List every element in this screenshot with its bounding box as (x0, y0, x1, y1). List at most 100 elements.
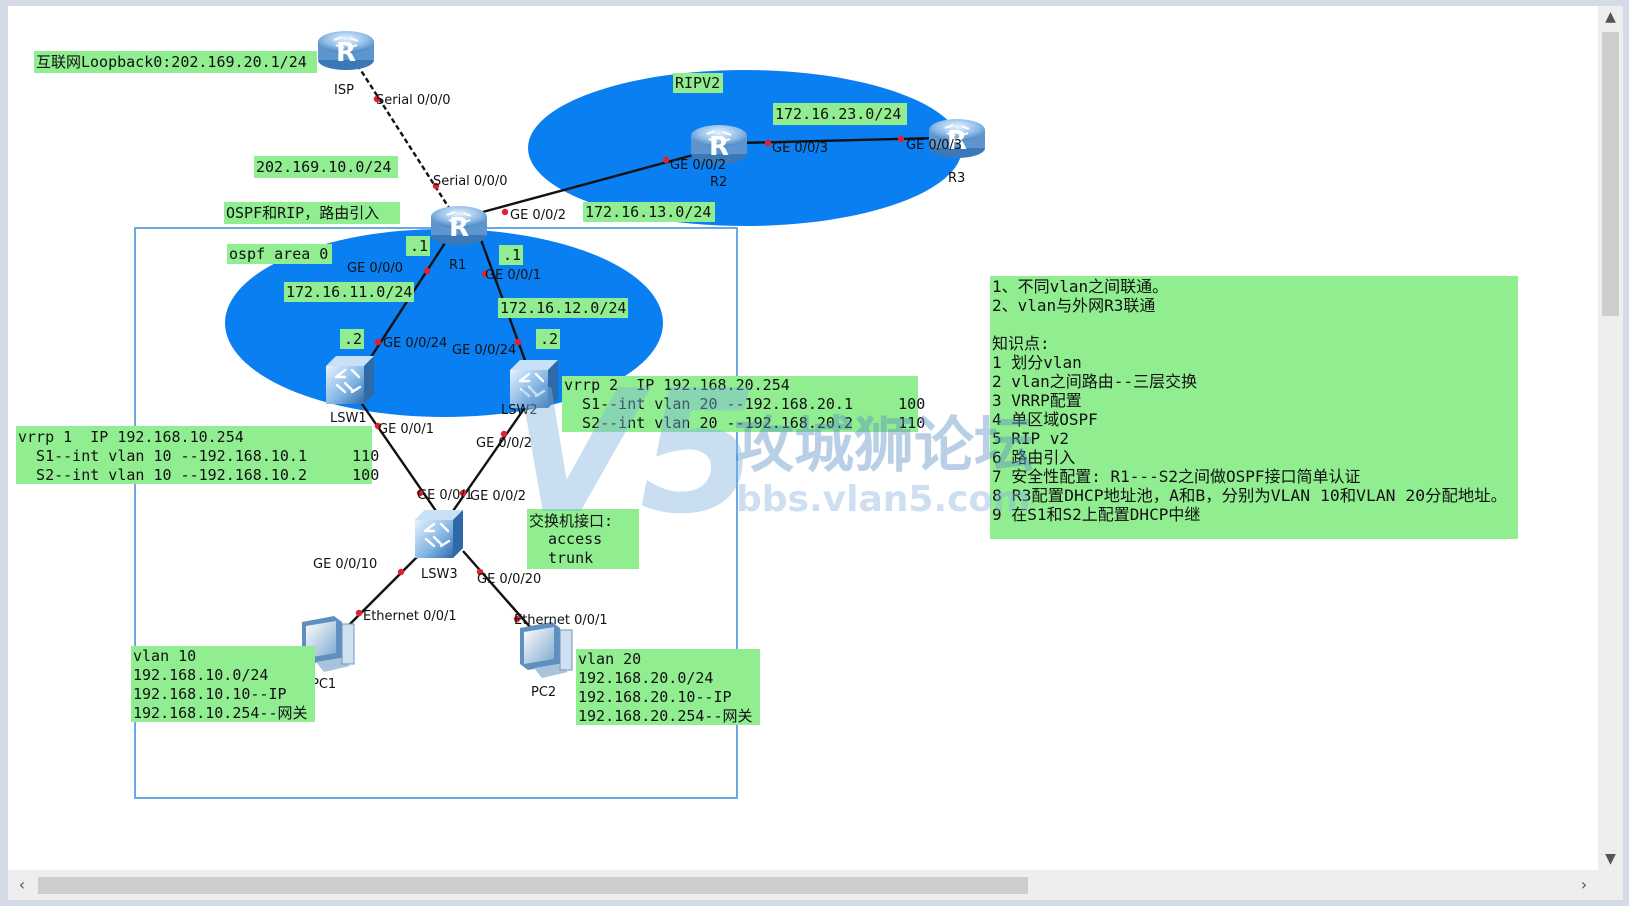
port-label: Ethernet 0/0/1 (363, 609, 457, 624)
device-label-r2: R2 (710, 175, 727, 190)
watermark-site-name: 攻城狮论坛 (734, 411, 1034, 481)
network-11-label: 172.16.11.0/24 (286, 283, 412, 301)
port-label: GE 0/0/10 (313, 557, 377, 572)
device-label-r1: R1 (449, 258, 466, 273)
port-label: Serial 0/0/0 (433, 174, 508, 189)
pc2-info-line: 192.168.20.254--网关 (578, 707, 753, 725)
link-r2-r3 (737, 136, 939, 145)
scrollbar-corner (1598, 870, 1623, 900)
vrrp1-block: vrrp 1 IP 192.168.10.254 S1--int vlan 10… (18, 428, 379, 484)
scroll-left-icon[interactable]: ‹ (18, 875, 26, 894)
r1-address-label: .1 (410, 237, 428, 255)
diagram-canvas[interactable]: R R R R ISP R1 R2 R3 LSW1 LSW2 LSW3 PC1 … (8, 6, 1598, 870)
notes-line: 6 路由引入 (992, 448, 1075, 467)
notes-line: 7 安全性配置: R1---S2之间做OSPF接口简单认证 (992, 467, 1361, 486)
notes-line: 3 VRRP配置 (992, 391, 1082, 410)
port-label: GE 0/0/2 (476, 436, 532, 451)
port-label: GE 0/0/3 (906, 138, 962, 153)
network-23-label: 172.16.23.0/24 (775, 105, 901, 123)
vertical-scroll-thumb[interactable] (1602, 32, 1619, 316)
lsw1-address-label: .2 (344, 330, 362, 348)
notes-line: 知识点: (992, 334, 1050, 353)
port-label: Serial 0/0/0 (376, 93, 451, 108)
scroll-up-icon[interactable]: ▲ (1605, 9, 1616, 25)
router-r1[interactable]: R (430, 205, 488, 246)
isp-loopback-label: 互联网Loopback0:202.169.20.1/24 (36, 53, 307, 71)
switch-ports-title: 交换机接口: (529, 512, 613, 530)
device-label-r3: R3 (948, 171, 965, 186)
switch-ports-access: access (548, 530, 602, 548)
notes-line: 2 vlan之间路由--三层交换 (992, 372, 1197, 391)
pc2-info-block: vlan 20 192.168.20.0/24 192.168.20.10--I… (578, 650, 753, 725)
notes-block: 1、不同vlan之间联通。 2、vlan与外网R3联通 知识点: 1 划分vla… (992, 277, 1507, 524)
network-13-label: 172.16.13.0/24 (585, 203, 711, 221)
port-label: GE 0/0/1 (417, 488, 473, 503)
port-label: GE 0/0/24 (452, 343, 516, 358)
device-label-lsw3: LSW3 (421, 567, 458, 582)
router-glyph: R (947, 126, 967, 156)
isp-network-label: 202.169.10.0/24 (256, 158, 391, 176)
port-label: Ethernet 0/0/1 (514, 613, 608, 628)
port-label: GE 0/0/3 (772, 141, 828, 156)
network-topology-diagram: R R R R ISP R1 R2 R3 LSW1 LSW2 LSW3 PC1 … (16, 30, 1518, 799)
vrrp1-line: vrrp 1 IP 192.168.10.254 (18, 428, 244, 446)
link-isp-r1 (351, 57, 453, 212)
switch-ports-trunk: trunk (548, 549, 593, 567)
lsw2-address-label: .2 (540, 330, 558, 348)
port-label: GE 0/0/1 (485, 268, 541, 283)
port-label: GE 0/0/2 (470, 489, 526, 504)
port-label: GE 0/0/0 (347, 261, 403, 276)
ospf-rip-label: OSPF和RIP，路由引入 (226, 204, 379, 222)
horizontal-scrollbar[interactable]: ‹ › (8, 870, 1598, 900)
switch-ports-block: 交换机接口: access trunk (529, 512, 613, 567)
port-dots (355, 95, 905, 623)
scroll-right-icon[interactable]: › (1580, 875, 1588, 894)
switch-lsw3[interactable] (413, 508, 465, 560)
switch-lsw1[interactable] (324, 354, 376, 406)
vrrp2-block: vrrp 2 IP 192.168.20.254 S1--int vlan 20… (564, 376, 925, 432)
notes-line: 8 R3配置DHCP地址池，A和B，分别为VLAN 10和VLAN 20分配地址… (992, 486, 1507, 505)
device-label-lsw2: LSW2 (501, 403, 538, 418)
green-label-boxes (16, 51, 1518, 725)
scroll-down-icon[interactable]: ▼ (1605, 851, 1616, 867)
vertical-scrollbar[interactable]: ▲ ▼ (1598, 6, 1623, 870)
vrrp1-line: S1--int vlan 10 --192.168.10.1 110 (18, 447, 379, 465)
device-label-pc1: PC1 (311, 677, 336, 692)
router-r2[interactable]: R (690, 124, 748, 165)
port-label: GE 0/0/20 (477, 572, 541, 587)
watermark: V5 攻城狮论坛 bbs.vlan5.com (508, 354, 1034, 552)
r1-address-label: .1 (503, 246, 521, 264)
device-label-lsw1: LSW1 (330, 411, 367, 426)
vrrp2-line: vrrp 2 IP 192.168.20.254 (564, 376, 790, 394)
ripv2-label: RIPV2 (675, 74, 720, 92)
notes-line: 5 RIP v2 (992, 429, 1069, 448)
router-glyph: R (709, 132, 729, 162)
link-lsw3-pc1 (342, 550, 424, 632)
horizontal-scroll-thumb[interactable] (38, 877, 1028, 894)
pc1-info-block: vlan 10 192.168.10.0/24 192.168.10.10--I… (133, 647, 308, 722)
watermark-logo: V5 (508, 354, 758, 552)
ospf-area-label: ospf area 0 (229, 245, 328, 263)
link-lsw1-lsw3 (359, 400, 437, 512)
pc1-info-line: 192.168.10.0/24 (133, 666, 268, 684)
device-label-isp: ISP (334, 83, 354, 98)
notes-line: 4 单区域OSPF (992, 410, 1098, 429)
vrrp1-line: S2--int vlan 10 --192.168.10.2 100 (18, 466, 379, 484)
vrrp2-line: S1--int vlan 20 --192.168.20.1 100 (564, 395, 925, 413)
router-glyph: R (449, 213, 469, 243)
notes-line: 2、vlan与外网R3联通 (992, 296, 1155, 315)
device-label-pc2: PC2 (531, 685, 556, 700)
router-r3[interactable]: R (928, 118, 986, 159)
port-label: GE 0/0/1 (378, 422, 434, 437)
notes-line: 1 划分vlan (992, 353, 1082, 372)
pc1-info-line: vlan 10 (133, 647, 196, 665)
port-label: GE 0/0/24 (383, 336, 447, 351)
pc-pc2[interactable] (519, 621, 573, 679)
pc2-info-line: 192.168.20.10--IP (578, 688, 732, 706)
router-isp[interactable]: R (317, 30, 375, 71)
pc1-info-line: 192.168.10.254--网关 (133, 704, 308, 722)
port-label: GE 0/0/2 (510, 208, 566, 223)
network-12-label: 172.16.12.0/24 (500, 299, 626, 317)
vrrp2-line: S2--int vlan 20 --192.168.20.2 110 (564, 414, 925, 432)
